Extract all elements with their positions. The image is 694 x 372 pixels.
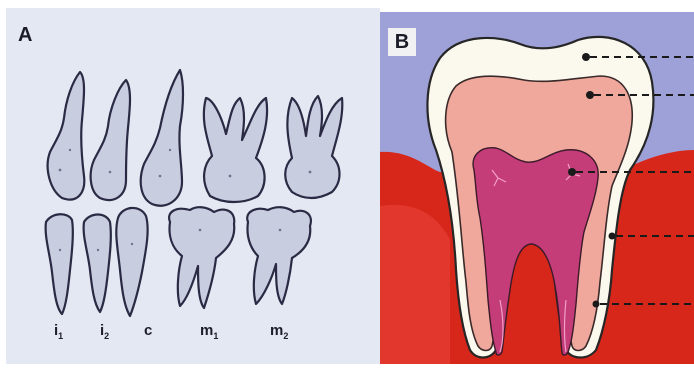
tooth-label-m1: m1: [200, 322, 218, 341]
tooth-label-c: c: [144, 322, 152, 341]
callout-dot-dentin: [586, 91, 594, 99]
tooth-cross-section: [380, 12, 694, 364]
upper-incisor-1: [48, 72, 85, 200]
callout-dot-root-canal: [593, 301, 600, 308]
upper-incisor-2: [91, 80, 130, 200]
upper-canine: [141, 70, 183, 206]
callout-dot-cementum: [609, 233, 616, 240]
upper-molar-2: [285, 96, 342, 198]
lower-incisor-2: [84, 215, 111, 313]
panel-b-background: [380, 12, 694, 364]
tooth-label-i1: i1: [54, 322, 63, 341]
lower-canine: [116, 208, 147, 316]
tooth-label-m2: m2: [270, 322, 288, 341]
callout-dot-pulp: [568, 168, 576, 176]
tooth-label-i2: i2: [100, 322, 109, 341]
lower-incisor-1: [46, 214, 73, 314]
panel-b-label: B: [388, 28, 416, 56]
lower-molar-1: [169, 207, 234, 308]
gum-shading: [380, 205, 450, 364]
callout-dot-enamel: [582, 53, 590, 61]
lower-molar-2: [247, 207, 311, 304]
upper-molar-1: [204, 98, 267, 202]
